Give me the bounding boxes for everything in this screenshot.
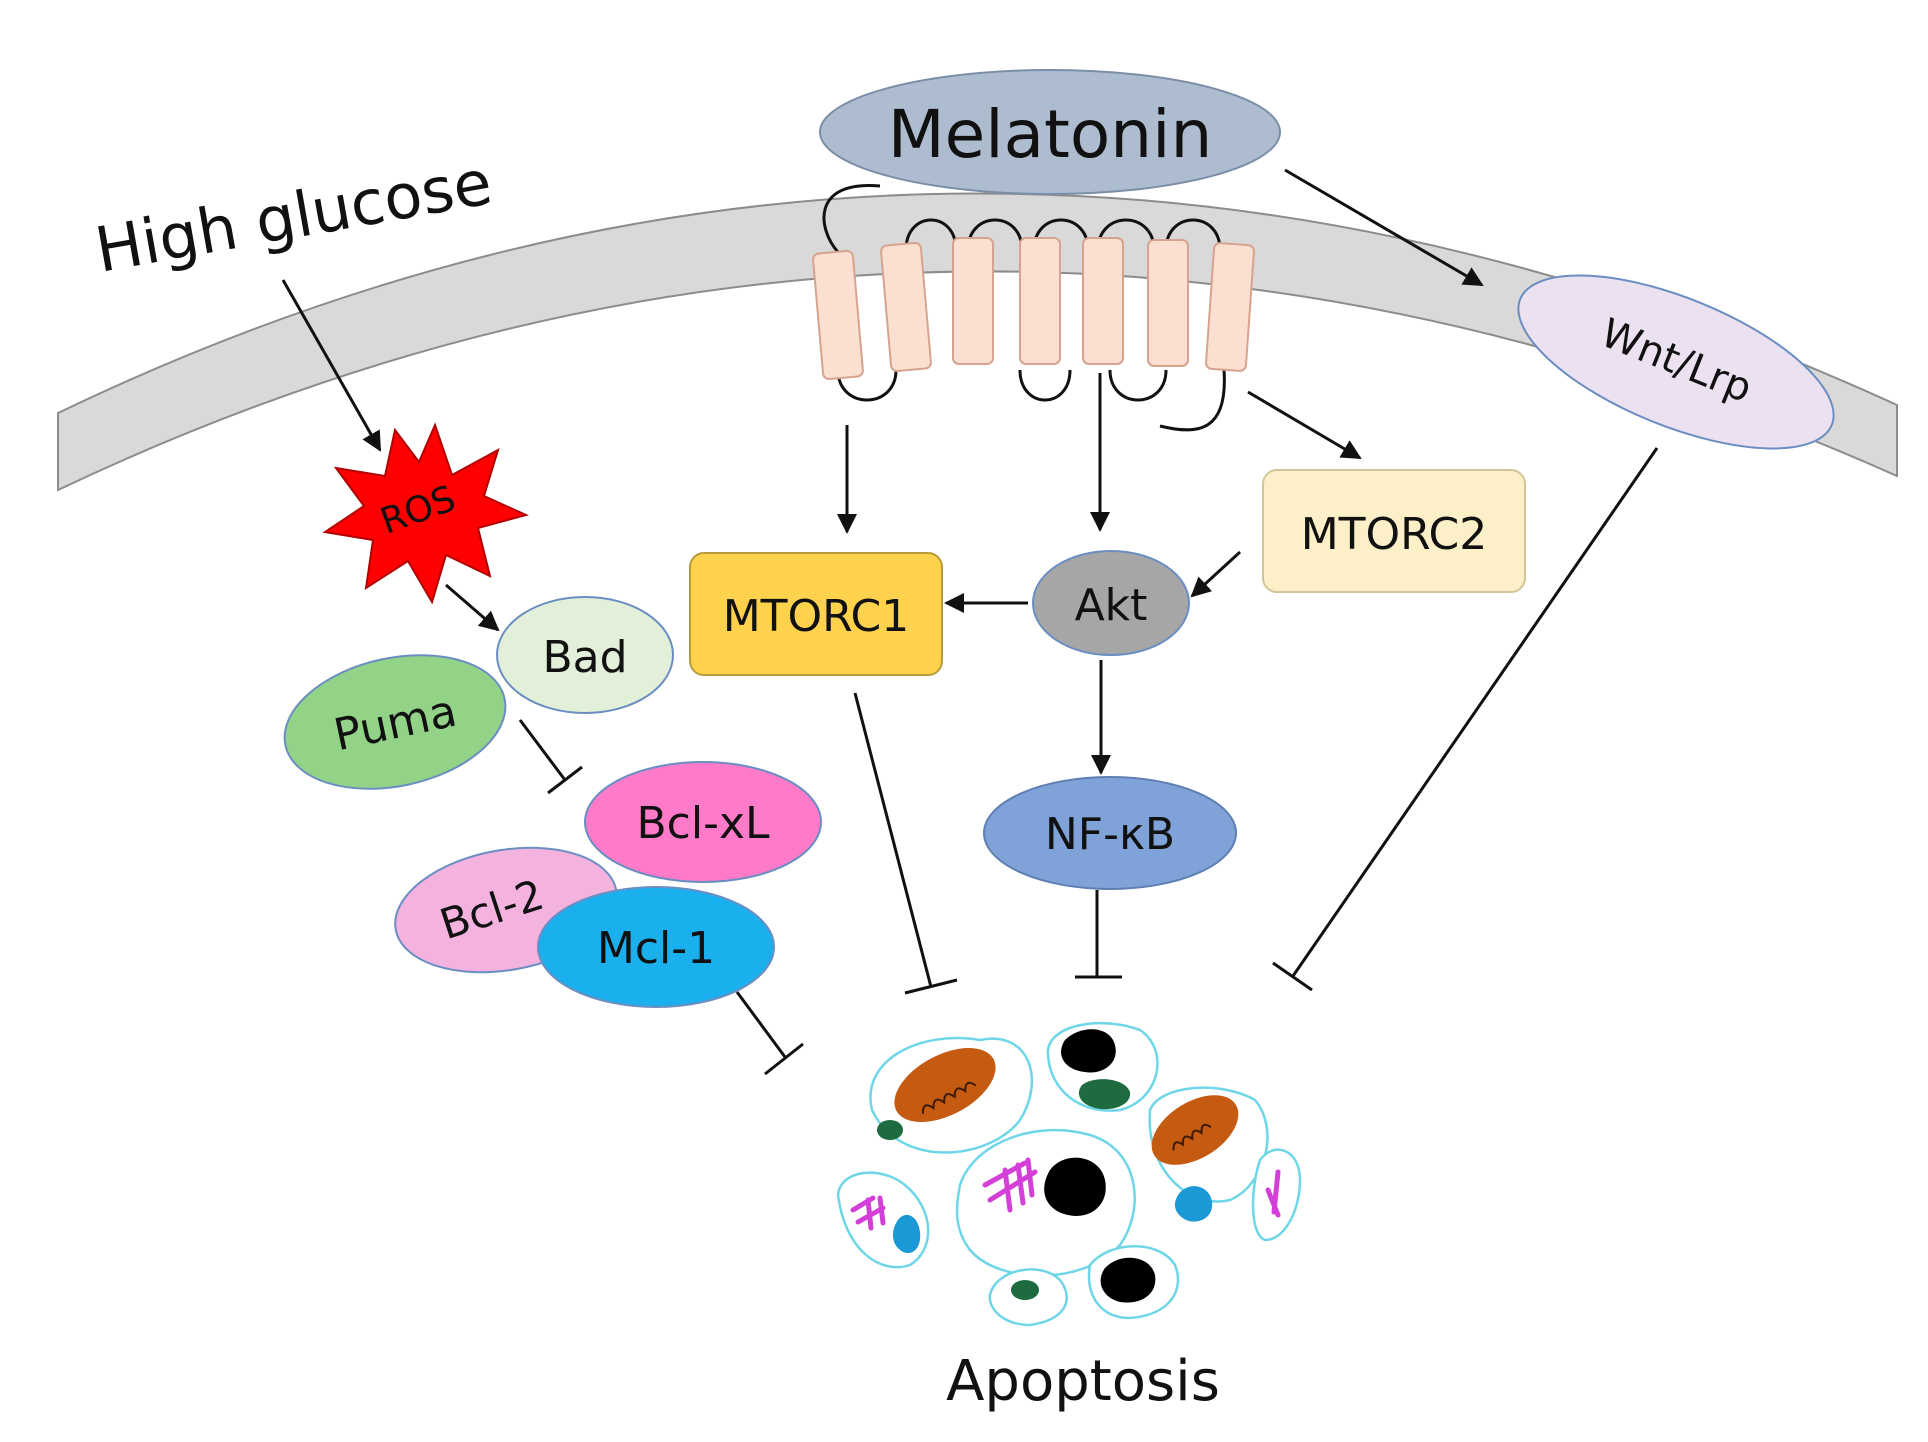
tm-helix-7 [1205, 242, 1255, 372]
mtorc2-node: MTORC2 [1262, 469, 1526, 593]
tm-helix-6 [1147, 239, 1189, 367]
inhibit-bad-puma-bcl [518, 719, 583, 795]
mtorc1-node: MTORC1 [689, 552, 943, 676]
svg-text:Bcl-xL: Bcl-xL [636, 798, 770, 849]
activation-arrows [281, 168, 1484, 775]
inhibit-mtorc1-apoptosis [853, 692, 958, 995]
melatonin-node: Melatonin [819, 69, 1281, 195]
svg-text:Bad: Bad [542, 632, 627, 683]
arrow-glucose-to-ros [281, 279, 382, 452]
apoptotic-bodies [836, 1021, 1302, 1327]
svg-text:Melatonin: Melatonin [888, 96, 1213, 173]
nfkb-node: NF-κB [983, 776, 1237, 890]
tm-helix-4 [1019, 237, 1061, 365]
svg-text:Mcl-1: Mcl-1 [597, 923, 715, 974]
green-vesicles [877, 1079, 1131, 1300]
blue-vesicles [893, 1186, 1213, 1254]
bad-node: Bad [496, 596, 674, 714]
cell-membrane [57, 192, 1898, 492]
arrow-ros-to-bad [445, 583, 500, 632]
wnt-lrp-node: Wnt/Lrp [1517, 274, 1835, 450]
akt-node: Akt [1032, 550, 1190, 656]
tm-helix-2 [880, 241, 932, 373]
svg-text:MTORC2: MTORC2 [1301, 509, 1488, 560]
svg-text:MTORC1: MTORC1 [723, 591, 910, 642]
tm-helix-3 [952, 237, 994, 365]
arrow-mtorc2-to-akt [1190, 550, 1242, 598]
melatonin-receptor [812, 184, 1255, 432]
inhibit-nfkb-apoptosis [1075, 890, 1122, 979]
mcl-1-node: Mcl-1 [537, 886, 775, 1008]
svg-text:Akt: Akt [1075, 580, 1148, 631]
tm-helix-1 [812, 249, 864, 381]
tm-helix-5 [1082, 237, 1124, 365]
inhibit-wnt-apoptosis [1272, 447, 1659, 992]
nuclear-fragments [1044, 1029, 1156, 1303]
inhibit-bcl-apoptosis [735, 991, 804, 1076]
apoptosis-label: Apoptosis [946, 1349, 1220, 1414]
bcl-xl-node: Bcl-xL [584, 761, 822, 883]
ros-node: ROS [322, 422, 529, 605]
puma-node: Puma [283, 654, 507, 790]
svg-text:NF-κB: NF-κB [1045, 809, 1175, 860]
inhibition-lines [518, 447, 1659, 1076]
mitochondria-cristae [921, 1081, 1212, 1151]
arrow-melatonin-to-wnt [1284, 168, 1484, 287]
receptor-loops [822, 184, 1226, 432]
high-glucose-label: High glucose [90, 145, 497, 286]
arrow-receptor-to-mtorc2 [1247, 390, 1362, 460]
chromatin-fragments [850, 1157, 1281, 1231]
